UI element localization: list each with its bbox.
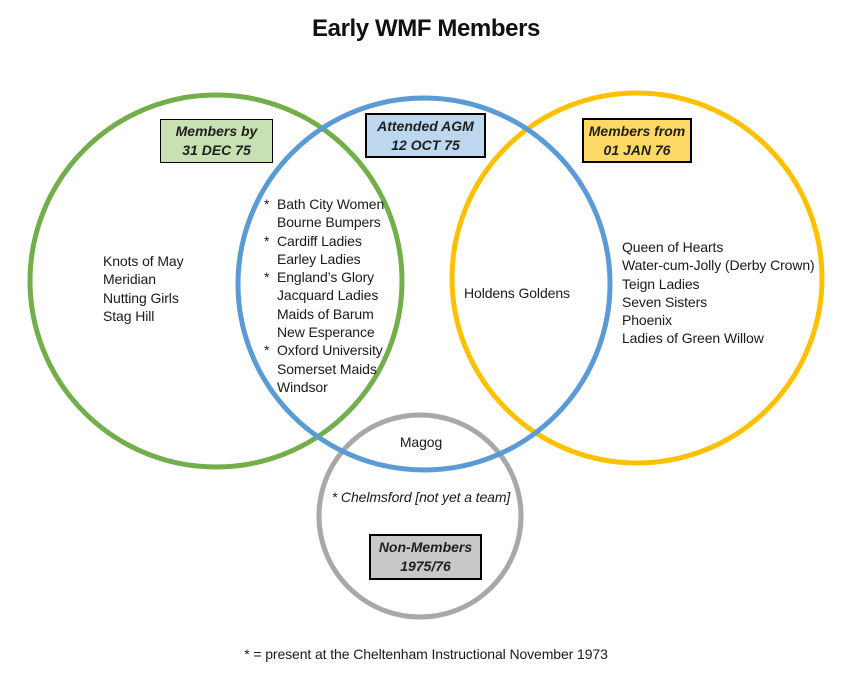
cheltenham-star	[264, 378, 277, 396]
list-item: * England’s Glory	[264, 268, 384, 286]
list-item: New Esperance	[264, 323, 384, 341]
team-name: Bath City Women	[277, 196, 385, 212]
list-item: * Cardiff Ladies	[264, 232, 384, 250]
team-name: Maids of Barum	[277, 305, 374, 322]
team-name: New Esperance	[277, 324, 375, 341]
cheltenham-star: *	[264, 196, 270, 212]
list-item: Maids of Barum	[264, 305, 384, 323]
attended-agm-label-box: Attended AGM 12 OCT 75	[365, 113, 486, 158]
list-item: Bourne Bumpers	[264, 213, 384, 231]
list-item: Jacquard Ladies	[264, 286, 384, 304]
list-item: Holdens Goldens	[464, 285, 570, 301]
members-from-label-line2: 01 JAN 76	[603, 141, 671, 158]
team-name: England’s Glory	[277, 269, 375, 286]
attended-agm-circle	[235, 95, 613, 473]
list-item: Teign Ladies	[622, 275, 700, 292]
members-by-label-box: Members by 31 DEC 75	[160, 119, 273, 163]
list-item: * Bath City Women	[264, 195, 384, 213]
list-item: Stag Hill	[103, 307, 155, 324]
attended-agm-label-line2: 12 OCT 75	[391, 136, 460, 153]
list-item: Nutting Girls	[103, 289, 179, 306]
members-by-label-line1: Members by	[175, 123, 258, 139]
list-item: Somerset Maids	[264, 360, 384, 378]
team-name: Jacquard Ladies	[277, 287, 379, 304]
members-from-label-line1: Members from	[588, 122, 686, 139]
list-item: Meridian	[103, 271, 156, 288]
cheltenham-star	[264, 213, 277, 231]
list-item: * Oxford University	[264, 341, 384, 359]
list-item: Earley Ladies	[264, 250, 384, 268]
cheltenham-footnote: * = present at the Cheltenham Instructio…	[244, 646, 608, 662]
list-item: Phoenix	[622, 312, 672, 329]
list-item: Knots of May	[103, 253, 184, 269]
non-members-label-line2: 1975/76	[400, 558, 451, 574]
team-name: Windsor	[277, 378, 328, 395]
cheltenham-star	[264, 250, 277, 268]
list-item: Seven Sisters	[622, 293, 708, 310]
list-item: * Chelmsford [not yet a team]	[331, 489, 511, 505]
agm-and-non-members-list: Magog	[400, 433, 442, 451]
members-from-label-box: Members from 01 JAN 76	[582, 118, 692, 163]
cheltenham-star	[264, 323, 277, 341]
list-item: Water-cum-Jolly (Derby Crown)	[622, 257, 815, 274]
cheltenham-star: *	[264, 232, 270, 249]
new-members-only-list: Queen of Hearts Water-cum-Jolly (Derby C…	[622, 238, 815, 348]
team-name: Oxford University	[277, 342, 383, 359]
cheltenham-star	[264, 360, 277, 378]
cheltenham-star: *	[264, 342, 270, 359]
non-members-circle	[316, 412, 524, 620]
non-members-label-line1: Non-Members	[378, 539, 473, 555]
non-members-label-box: Non-Members 1975/76	[369, 534, 482, 580]
list-item: Ladies of Green Willow	[622, 330, 764, 347]
page-title: Early WMF Members	[312, 15, 540, 42]
team-name: Cardiff Ladies	[277, 232, 362, 249]
non-members-only-list: * Chelmsford [not yet a team]	[331, 488, 511, 506]
attended-agm-label-line1: Attended AGM	[377, 117, 474, 134]
cheltenham-star	[264, 305, 277, 323]
team-name: Somerset Maids	[277, 360, 377, 377]
members-from-circle	[449, 90, 825, 466]
members-only-list: Knots of May Meridian Nutting Girls Stag…	[103, 252, 184, 325]
list-item: Magog	[399, 434, 443, 450]
cheltenham-star	[264, 286, 277, 304]
members-by-circle	[27, 92, 405, 470]
list-item: Queen of Hearts	[622, 239, 724, 255]
members-by-label-line2: 31 DEC 75	[182, 142, 251, 158]
members-and-agm-list: * Bath City Women Bourne Bumpers * Cardiff…	[264, 195, 384, 396]
agm-and-new-members-list: Holdens Goldens	[464, 284, 570, 302]
team-name: Earley Ladies	[277, 250, 361, 267]
team-name: Bourne Bumpers	[277, 214, 381, 231]
cheltenham-star: *	[264, 269, 270, 286]
list-item: Windsor	[264, 378, 384, 396]
